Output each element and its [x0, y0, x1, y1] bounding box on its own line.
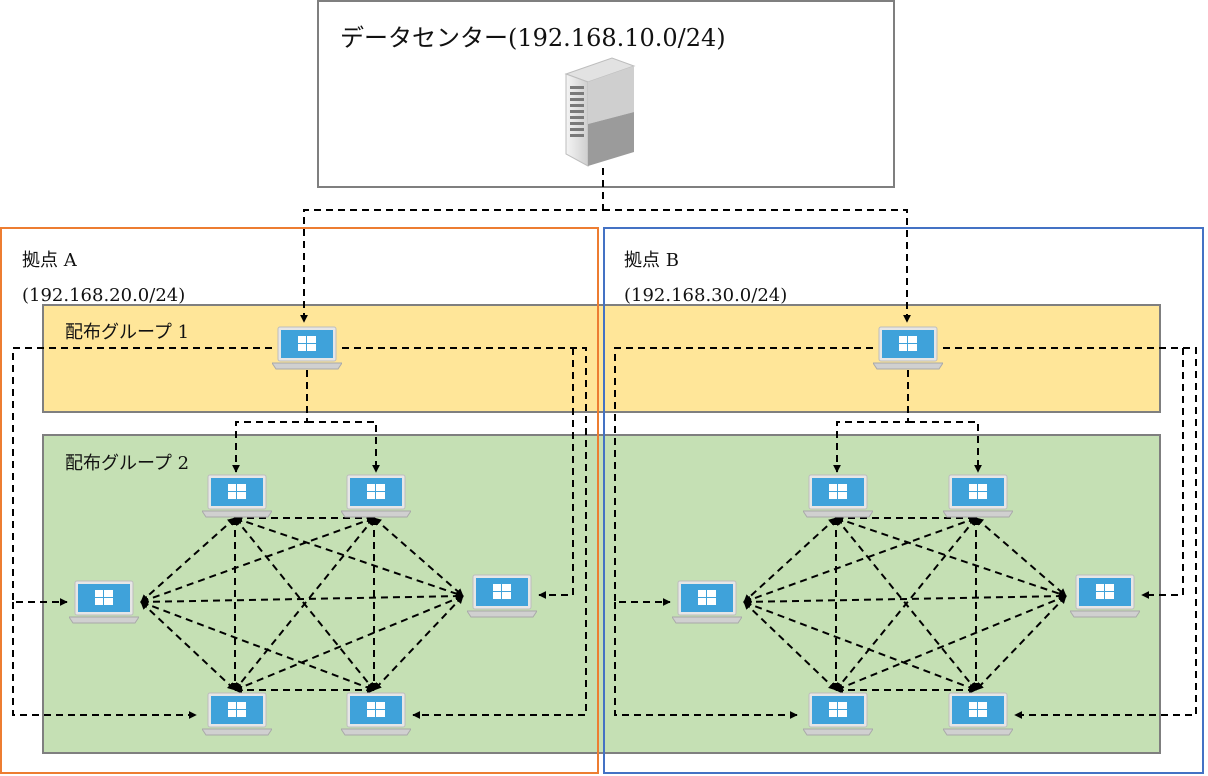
- site-a-mesh-tr-r: [373, 517, 464, 597]
- site-b-subnet: (192.168.30.0/24): [624, 285, 787, 306]
- site-a-g1-to-tl: [232, 370, 308, 473]
- site-a-group2-windows-laptop-icon-tl: [202, 474, 272, 518]
- site-a-group1-windows-laptop-icon: [272, 326, 342, 370]
- site-b-g1-to-right: [1141, 348, 1184, 599]
- site-a-g1-to-bottom-left: [12, 602, 197, 719]
- site-a-g1-to-left: [12, 347, 272, 606]
- site-a-g1-to-right: [538, 348, 574, 599]
- site-b-g1-to-left: [614, 347, 873, 606]
- site-b-group2-windows-laptop-icon-bl: [803, 692, 873, 736]
- site-a-subnet: (192.168.20.0/24): [22, 285, 185, 306]
- site-b-mesh-tr-r: [975, 517, 1067, 597]
- site-a-g1-to-tr: [307, 421, 380, 473]
- site-a-name: 拠点 A: [22, 250, 78, 271]
- group1-band: [42, 304, 1161, 413]
- site-b-g1-to-bottom-right: [943, 347, 1197, 719]
- site-b-box: [603, 227, 1204, 774]
- site-a-g1-to-bottom-right: [342, 347, 587, 719]
- site-b-mesh-r-br: [975, 595, 1067, 691]
- dc-to-site-b-link: [603, 209, 911, 323]
- connectors: [12, 168, 1197, 719]
- site-b-group2-windows-laptop-icon-tl: [803, 474, 873, 518]
- site-a-box: [0, 227, 599, 774]
- site-a-mesh-r-br: [373, 595, 464, 691]
- site-a-group2-windows-laptop-icon-l: [69, 580, 139, 624]
- site-a-group2-windows-laptop-icon-tr: [341, 474, 411, 518]
- site-a-group2-windows-laptop-icon-br: [341, 692, 411, 736]
- group1-label: 配布グループ 1: [65, 322, 189, 343]
- datacenter-label: データセンター(192.168.10.0/24): [340, 24, 726, 52]
- site-b-g1-to-bottom-left: [614, 602, 798, 719]
- server-tower-icon: [564, 57, 636, 167]
- site-b-group2-windows-laptop-icon-l: [672, 580, 742, 624]
- site-b-g1-to-tl: [833, 370, 909, 473]
- group2-label: 配布グループ 2: [65, 453, 189, 474]
- site-b-group2-windows-laptop-icon-tr: [943, 474, 1013, 518]
- site-a-group2-windows-laptop-icon-bl: [202, 692, 272, 736]
- site-b-group2-windows-laptop-icon-br: [943, 692, 1013, 736]
- site-a-group2-windows-laptop-icon-r: [467, 574, 537, 618]
- site-b-group2-windows-laptop-icon-r: [1070, 574, 1140, 618]
- dc-to-site-a-link: [300, 168, 604, 323]
- site-b-group1-windows-laptop-icon: [873, 326, 943, 370]
- site-b-name: 拠点 B: [624, 250, 679, 271]
